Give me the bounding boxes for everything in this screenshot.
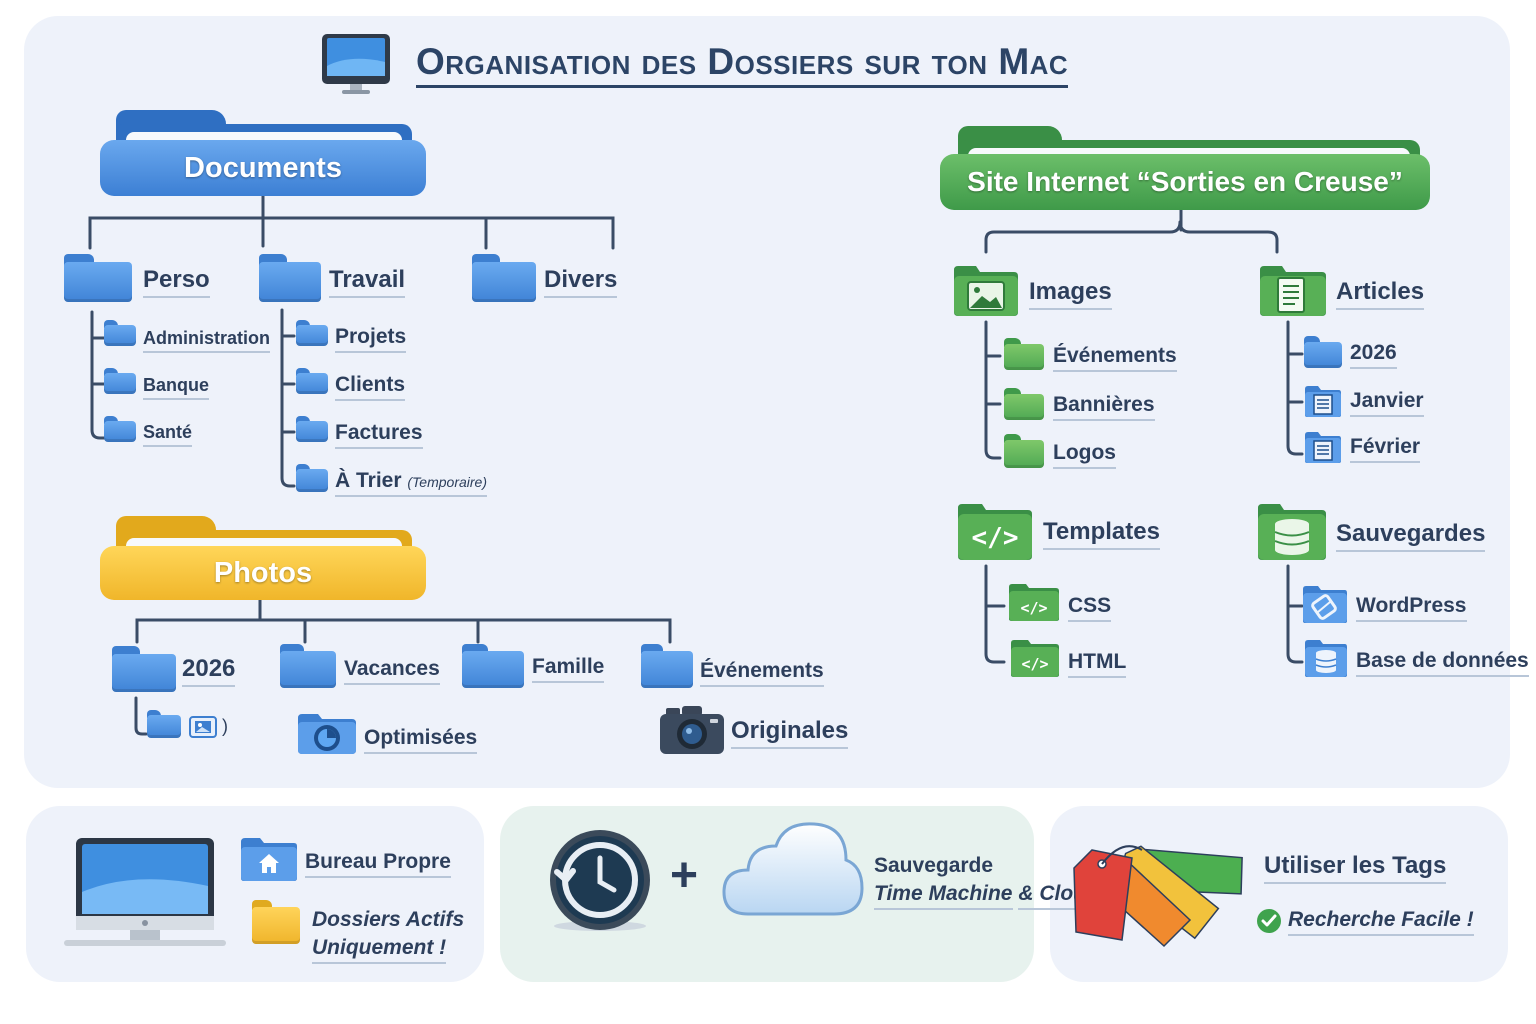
sante-folder-icon[interactable] [104, 416, 136, 442]
factures-folder-icon[interactable] [296, 416, 328, 442]
site-internet-folder[interactable]: Site Internet “Sorties en Creuse” [940, 126, 1430, 210]
photos-2026-sub-folder-icon[interactable] [147, 710, 181, 738]
janvier-label: Janvier [1350, 389, 1424, 418]
backup-tip-line2: Time Machine [874, 880, 1013, 910]
fevrier-label: Février [1350, 435, 1421, 464]
janvier-doc-folder-icon[interactable] [1304, 384, 1342, 418]
banque-label: Banque [143, 375, 210, 400]
optimisees-label: Optimisées [364, 726, 478, 755]
evenements-photos-folder-icon[interactable] [641, 644, 693, 688]
perso-label: Perso [143, 266, 210, 298]
cloud-icon [722, 820, 864, 922]
css-label: CSS [1068, 594, 1112, 623]
wordpress-folder-icon[interactable] [1302, 584, 1348, 624]
home-folder-icon[interactable] [240, 836, 298, 882]
logos-label: Logos [1053, 441, 1116, 470]
backup-tip-text: Sauvegarde Time Machine & Cloud [874, 852, 1099, 910]
logos-folder-icon[interactable] [1004, 434, 1044, 468]
travail-label: Travail [329, 266, 406, 298]
tags-title: Utiliser les Tags [1264, 852, 1447, 884]
photos-folder[interactable]: Photos [100, 516, 426, 600]
plus-sign: + [670, 849, 699, 902]
documents-folder[interactable]: Documents [100, 110, 426, 196]
time-machine-icon [546, 828, 654, 934]
divers-folder-icon[interactable] [472, 254, 536, 302]
base-de-donnees-folder-icon[interactable] [1304, 638, 1348, 678]
photos-2026-folder-icon[interactable] [112, 646, 176, 692]
bureau-propre-label: Bureau Propre [305, 850, 451, 879]
tags-subtitle: Recherche Facile ! [1288, 908, 1474, 937]
page-title: Organisation des Dossiers sur ton Mac [416, 40, 1069, 88]
evenements-photos-label: Événements [700, 659, 824, 688]
clients-label: Clients [335, 373, 406, 402]
administration-folder-icon[interactable] [104, 320, 136, 346]
vacances-label: Vacances [344, 657, 440, 686]
html-label: HTML [1068, 650, 1127, 679]
svg-text:</>: </> [1021, 655, 1048, 673]
backup-tip-line1: Sauvegarde [874, 854, 994, 877]
travail-folder-icon[interactable] [259, 254, 321, 302]
active-folder-icon[interactable] [252, 900, 300, 944]
imac-icon [64, 836, 226, 948]
image-icon [189, 716, 217, 738]
sante-label: Santé [143, 422, 193, 447]
optimisees-folder-icon[interactable] [296, 710, 358, 756]
famille-folder-icon[interactable] [462, 644, 524, 688]
banque-folder-icon[interactable] [104, 368, 136, 394]
articles-folder-icon[interactable] [1258, 262, 1328, 318]
documents-label: Documents [184, 151, 342, 184]
a-trier-note: (Temporaire) [407, 474, 487, 490]
html-code-folder-icon[interactable]: </> [1010, 638, 1060, 678]
photos-2026-label: 2026 [182, 655, 236, 687]
originales-label: Originales [731, 717, 849, 749]
factures-label: Factures [335, 421, 423, 450]
perso-folder-icon[interactable] [64, 254, 132, 302]
evenements-site-folder-icon[interactable] [1004, 338, 1044, 370]
bureau-tip-line2: Uniquement ! [312, 934, 447, 964]
check-icon [1256, 908, 1282, 934]
bannieres-label: Bannières [1053, 393, 1155, 422]
images-folder-icon[interactable] [952, 262, 1020, 318]
tags-icon [1072, 828, 1248, 950]
templates-label: Templates [1043, 518, 1160, 550]
articles-2026-label: 2026 [1350, 341, 1397, 370]
projets-label: Projets [335, 325, 407, 354]
svg-text:</>: </> [1020, 599, 1047, 617]
divers-label: Divers [544, 266, 618, 298]
svg-text:</>: </> [972, 523, 1019, 553]
a-trier-label: À Trier (Temporaire) [335, 469, 487, 498]
sauvegardes-database-folder-icon[interactable] [1256, 500, 1328, 562]
articles-2026-folder-icon[interactable] [1304, 336, 1342, 368]
photos-label: Photos [213, 556, 313, 589]
sauvegardes-label: Sauvegardes [1336, 520, 1486, 552]
famille-label: Famille [532, 655, 605, 684]
evenements-site-label: Événements [1053, 344, 1177, 373]
bannieres-folder-icon[interactable] [1004, 388, 1044, 420]
site-internet-label: Site Internet “Sorties en Creuse” [967, 166, 1403, 197]
css-code-folder-icon[interactable]: </> [1008, 582, 1060, 622]
monitor-icon [320, 32, 392, 96]
bureau-tip-line1: Dossiers Actifs [312, 908, 465, 931]
vacances-folder-icon[interactable] [280, 644, 336, 688]
wordpress-label: WordPress [1356, 594, 1467, 623]
camera-icon[interactable] [660, 706, 724, 754]
images-label: Images [1029, 278, 1112, 310]
clients-folder-icon[interactable] [296, 368, 328, 394]
templates-code-folder-icon[interactable]: </> [956, 500, 1034, 562]
photos-2026-sub-note: ) [222, 716, 228, 736]
fevrier-doc-folder-icon[interactable] [1304, 430, 1342, 464]
administration-label: Administration [143, 328, 271, 353]
a-trier-folder-icon[interactable] [296, 464, 328, 492]
base-de-donnees-label: Base de données [1356, 649, 1529, 678]
articles-label: Articles [1336, 278, 1425, 310]
a-trier-text: À Trier [335, 469, 402, 492]
bureau-tip-text: Dossiers Actifs Uniquement ! [312, 906, 464, 964]
projets-folder-icon[interactable] [296, 320, 328, 346]
